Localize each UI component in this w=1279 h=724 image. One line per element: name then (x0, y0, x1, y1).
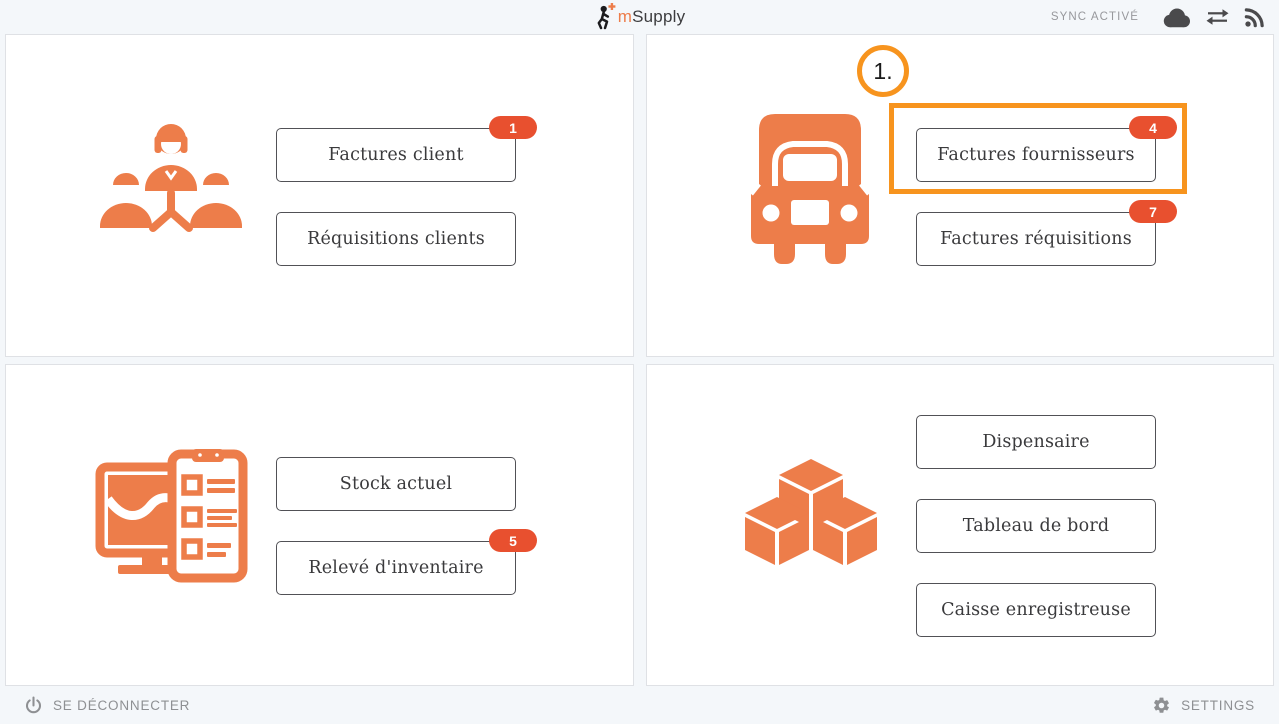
customer-requisitions-button[interactable]: Réquisitions clients (276, 212, 516, 266)
supplier-invoices-badge: 4 (1129, 116, 1177, 139)
customer-requisitions-label: Réquisitions clients (307, 229, 485, 249)
stock-monitor-clipboard-icon (94, 449, 248, 586)
current-stock-label: Stock actuel (339, 474, 453, 494)
current-stock-button[interactable]: Stock actuel (276, 457, 516, 511)
stock-card: Stock actuel Relevé d'inventaire 5 (5, 364, 634, 686)
dashboard-button[interactable]: Tableau de bord (916, 499, 1156, 553)
modules-cubes-icon (741, 453, 881, 573)
top-bar: mSupply SYNC ACTIVÉ (0, 0, 1279, 34)
stocktake-label: Relevé d'inventaire (308, 558, 484, 578)
cloud-icon (1161, 7, 1191, 28)
cash-register-button[interactable]: Caisse enregistreuse (916, 583, 1156, 637)
customer-invoices-label: Factures client (328, 145, 464, 165)
supplier-requisitions-label: Factures réquisitions (940, 229, 1132, 249)
app-logo: mSupply (594, 3, 686, 30)
customers-people-icon (96, 119, 246, 244)
supplier-truck-icon (749, 112, 871, 266)
sync-status-label: SYNC ACTIVÉ (1050, 11, 1139, 23)
power-icon (24, 696, 43, 715)
app-title: mSupply (617, 6, 686, 26)
settings-button[interactable]: SETTINGS (1152, 686, 1255, 724)
dispensary-label: Dispensaire (982, 432, 1090, 452)
supplier-card: 1. Factures fournisseurs 4 Factures réqu… (646, 34, 1274, 357)
gear-icon (1152, 696, 1171, 715)
modules-card: Dispensaire Tableau de bord Caisse enreg… (646, 364, 1274, 686)
customer-invoices-badge: 1 (489, 116, 537, 139)
sync-arrows-icon (1205, 6, 1230, 28)
logout-button[interactable]: SE DÉCONNECTER (24, 686, 190, 724)
dashboard-label: Tableau de bord (962, 516, 1110, 536)
supplier-invoices-button[interactable]: Factures fournisseurs (916, 128, 1156, 182)
logout-label: SE DÉCONNECTER (53, 697, 191, 713)
customer-invoices-button[interactable]: Factures client (276, 128, 516, 182)
stocktake-button[interactable]: Relevé d'inventaire (276, 541, 516, 595)
step-annotation: 1. (857, 45, 909, 97)
supplier-requisitions-button[interactable]: Factures réquisitions (916, 212, 1156, 266)
dispensary-button[interactable]: Dispensaire (916, 415, 1156, 469)
stocktake-badge: 5 (489, 529, 537, 552)
cash-register-label: Caisse enregistreuse (941, 600, 1131, 620)
settings-label: SETTINGS (1181, 697, 1255, 713)
customer-card: Factures client 1 Réquisitions clients (5, 34, 634, 357)
supplier-invoices-label: Factures fournisseurs (937, 145, 1135, 165)
msupply-runner-icon (594, 3, 616, 30)
rss-icon (1244, 7, 1265, 28)
bottom-bar: SE DÉCONNECTER SETTINGS (0, 686, 1279, 724)
supplier-requisitions-badge: 7 (1129, 200, 1177, 223)
